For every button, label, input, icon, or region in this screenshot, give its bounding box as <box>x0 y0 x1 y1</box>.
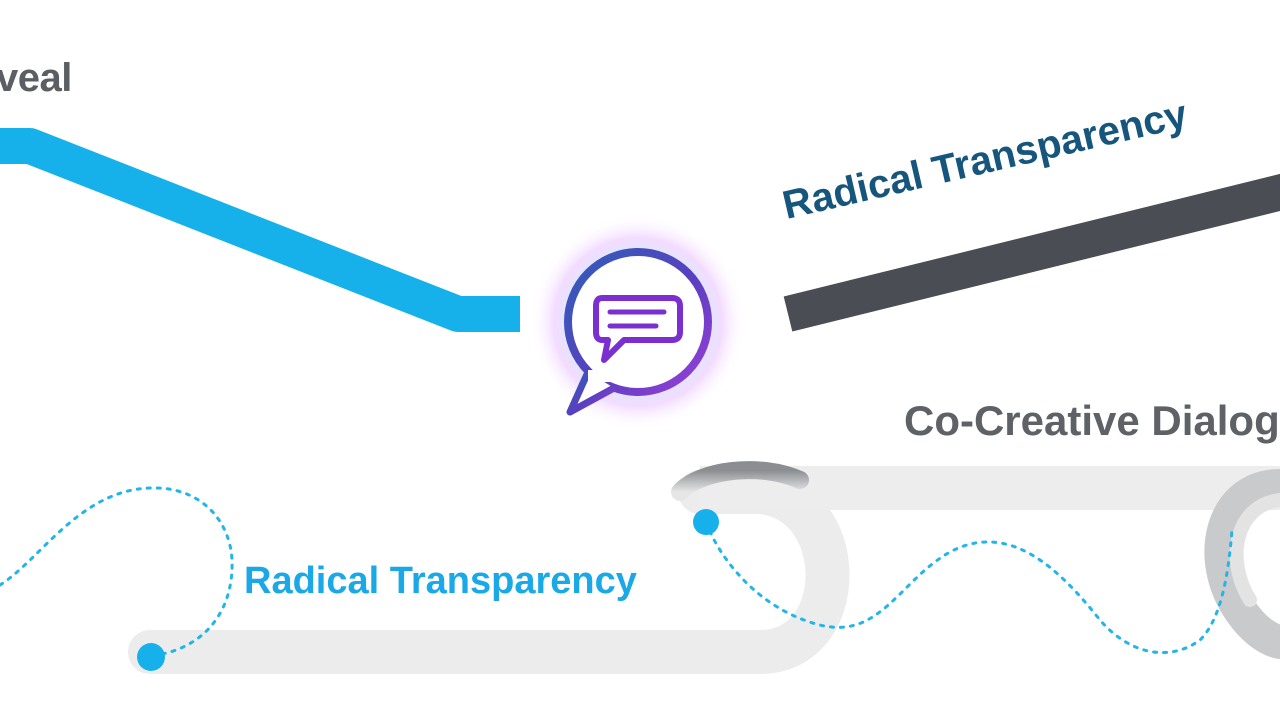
dark-path <box>783 173 1280 332</box>
reveal-label: veal <box>0 56 72 100</box>
radical-transparency-bottom-label: Radical Transparency <box>244 560 637 602</box>
co-creative-dialog-label: Co-Creative Dialog <box>904 397 1280 444</box>
right-hook-inner <box>1229 493 1280 607</box>
start-dot <box>137 643 165 671</box>
chat-bubble-icon <box>564 248 712 416</box>
dotted-curve-left <box>0 486 234 658</box>
right-hook <box>1204 469 1280 659</box>
waypoint-dot <box>693 509 719 535</box>
blue-path <box>0 128 520 332</box>
dotted-wave-right <box>704 520 1234 654</box>
left-hook <box>671 461 809 501</box>
